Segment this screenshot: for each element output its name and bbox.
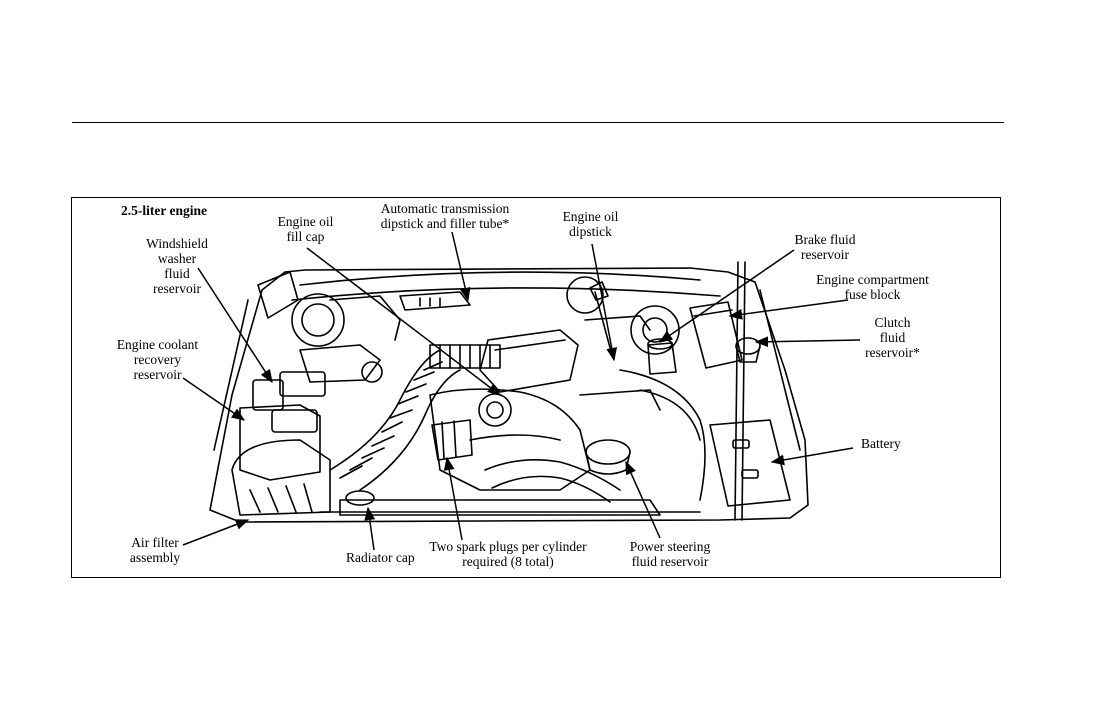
label-air-filter-assembly: Air filter assembly — [129, 535, 181, 565]
label-spark-plugs: Two spark plugs per cylinder required (8… — [429, 539, 587, 569]
label-radiator-cap: Radiator cap — [346, 550, 415, 565]
label-engine-oil-fill-cap: Engine oil fill cap — [277, 214, 334, 244]
label-engine-oil-dipstick: Engine oil dipstick — [562, 209, 619, 239]
label-brake-fluid-reservoir: Brake fluid reservoir — [794, 232, 856, 262]
diagram-frame — [71, 197, 1001, 578]
label-clutch-fluid-reservoir: Clutch fluid reservoir* — [865, 315, 920, 360]
header-rule — [72, 122, 1004, 123]
label-atf-dipstick: Automatic transmission dipstick and fill… — [380, 201, 510, 231]
label-washer-fluid-reservoir: Windshield washer fluid reservoir — [146, 236, 208, 296]
label-fuse-block: Engine compartment fuse block — [816, 272, 929, 302]
label-battery: Battery — [861, 436, 901, 451]
label-coolant-recovery-reservoir: Engine coolant recovery reservoir — [116, 337, 199, 382]
label-power-steering-reservoir: Power steering fluid reservoir — [629, 539, 711, 569]
diagram-title: 2.5-liter engine — [121, 203, 207, 218]
